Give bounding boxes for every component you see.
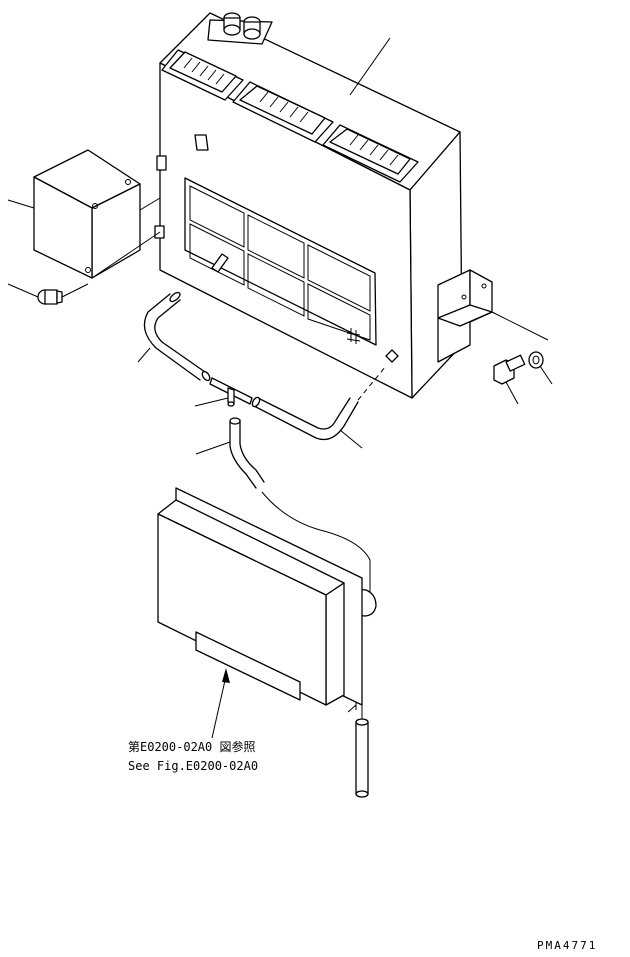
- t-joint: [194, 377, 253, 407]
- reference-box: [157, 487, 363, 713]
- screw-left: [7, 283, 89, 305]
- top-knobs: [207, 12, 273, 45]
- unit-hose-port-left: [211, 253, 229, 273]
- hose-right: [251, 365, 387, 449]
- drain-line: [261, 491, 377, 798]
- top-grille-vents: [161, 49, 419, 183]
- right-bracket: [437, 269, 549, 363]
- washer-right: [528, 351, 553, 385]
- drawing-code: PMA4771: [537, 939, 597, 952]
- cover-leader-line: [7, 199, 35, 209]
- hose-lower: [195, 417, 265, 489]
- heater-unit: [154, 12, 463, 399]
- front-vent-panel: [184, 177, 377, 346]
- unit-leader-line: [349, 37, 391, 96]
- reference-note-jp: 第E0200-02A0 図参照: [128, 739, 255, 754]
- unit-hose-port-right: [385, 349, 399, 363]
- hose-left: [137, 291, 211, 382]
- reference-arrow: [211, 668, 230, 739]
- bolt-right: [493, 354, 526, 405]
- side-cover: [7, 149, 161, 279]
- mounting-clips: [154, 134, 209, 239]
- reference-note-en: See Fig.E0200-02A0: [128, 759, 258, 773]
